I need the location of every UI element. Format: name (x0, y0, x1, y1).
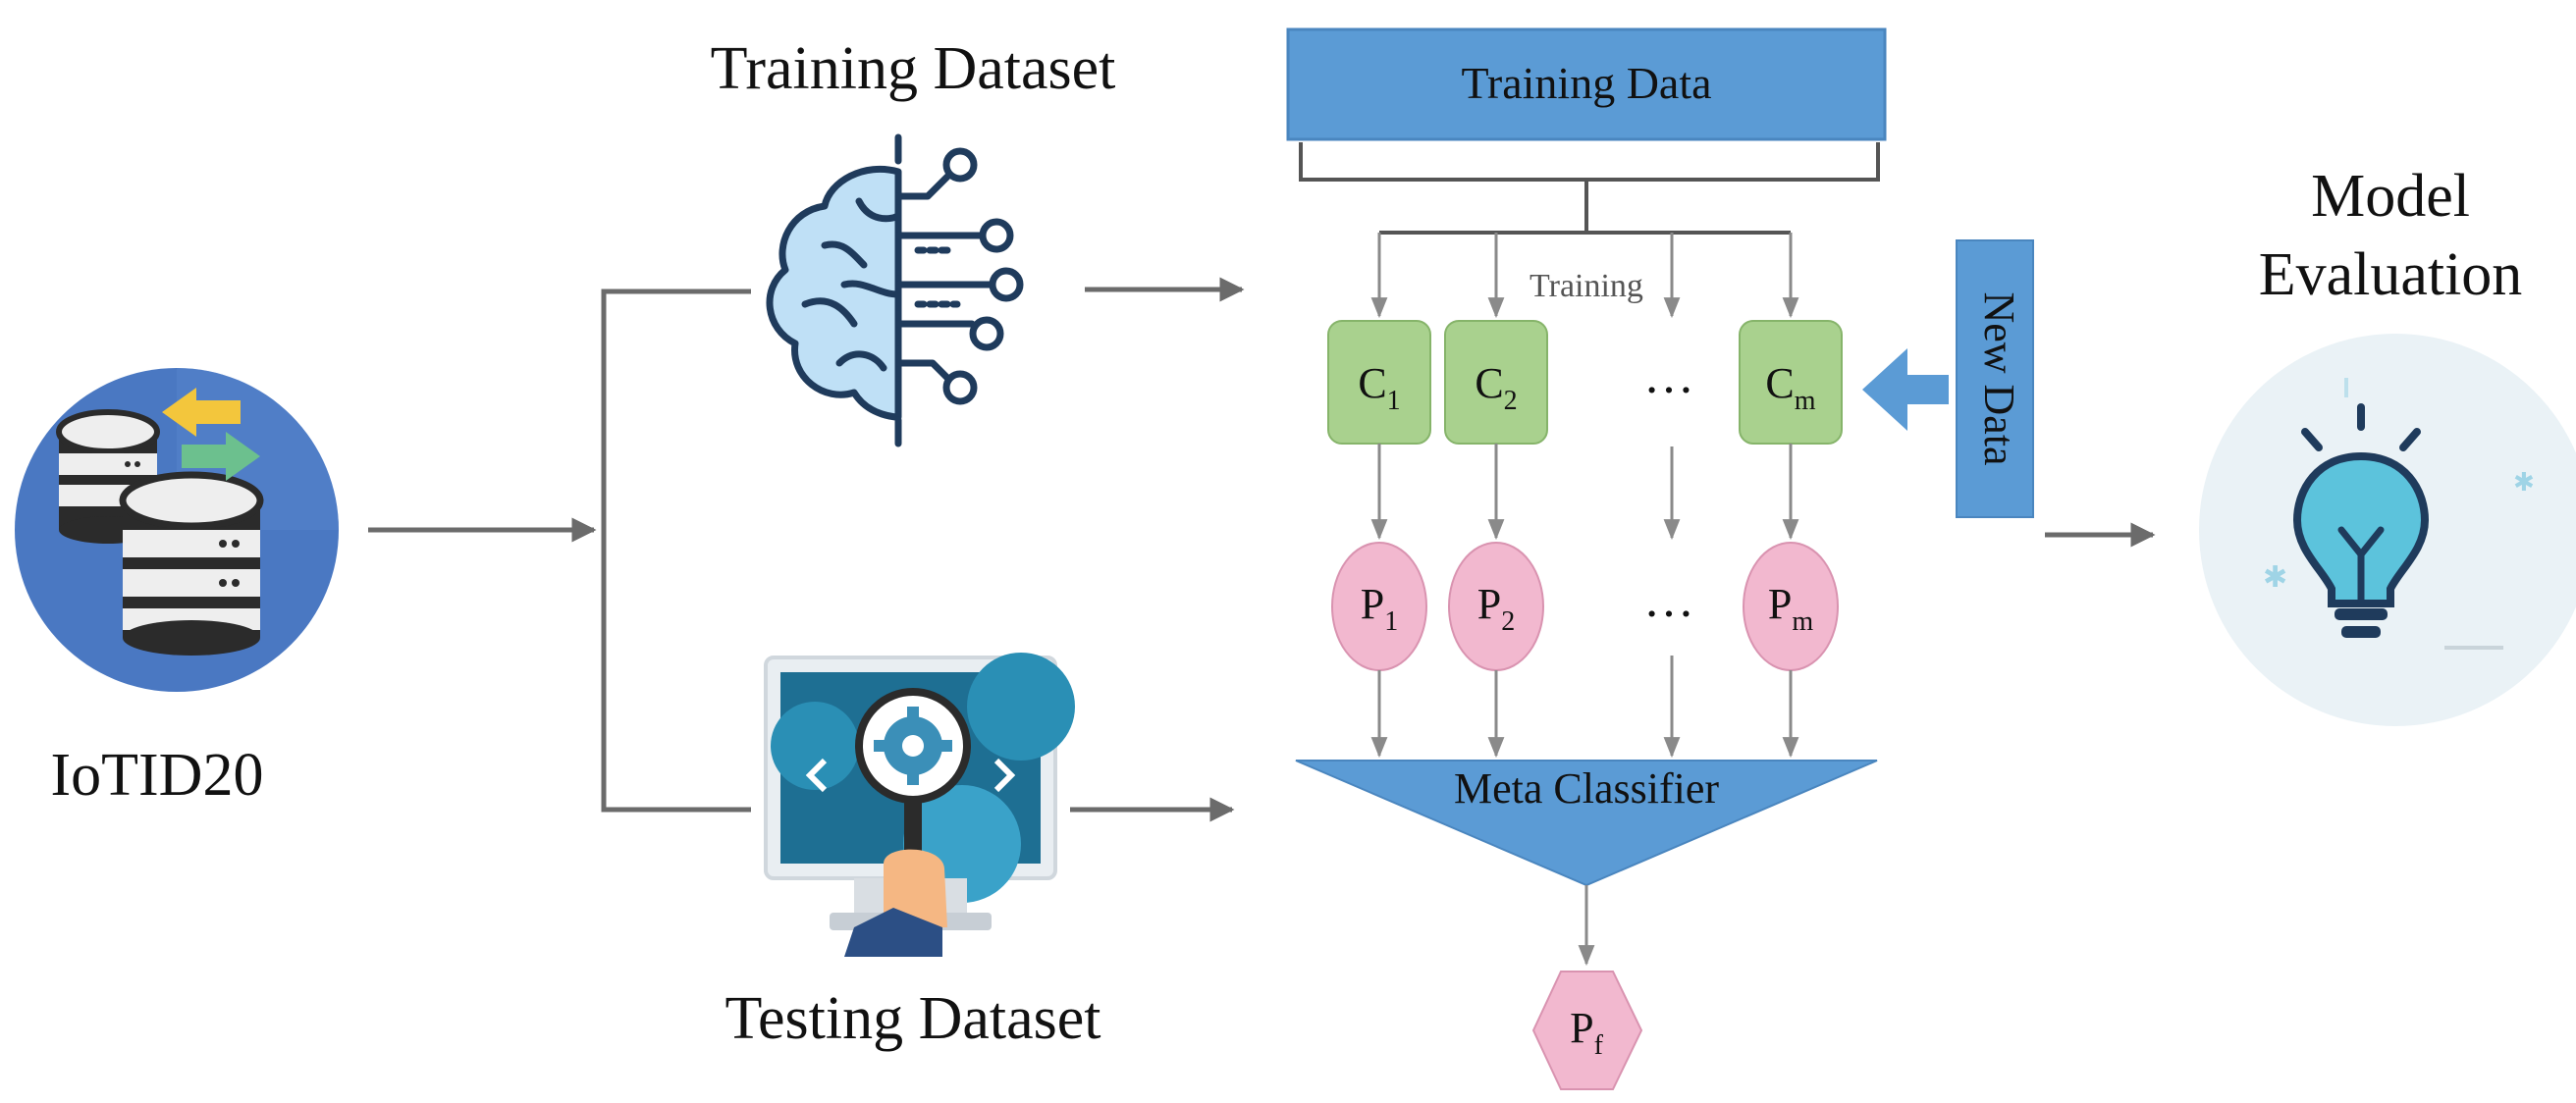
classifier-prediction-arrows (1370, 444, 1799, 541)
svg-text:Cm: Cm (1765, 359, 1815, 416)
dataset-label: IoTID20 (51, 742, 264, 809)
classifier-c1: C1 (1327, 320, 1431, 445)
training-data-label: Training Data (1461, 58, 1711, 108)
training-data-box (1286, 27, 1887, 141)
monitor-magnifier-icon (764, 653, 1075, 957)
prediction-p1: P1 (1331, 542, 1427, 671)
model-evaluation-line2: Evaluation (2259, 241, 2523, 308)
svg-text:Pm: Pm (1768, 580, 1813, 637)
svg-text:C1: C1 (1358, 359, 1400, 416)
model-evaluation-line1: Model (2311, 163, 2470, 230)
meta-classifier-funnel (1295, 760, 1878, 887)
new-data-arrow (1862, 348, 1949, 431)
prediction-ellipsis: … (1643, 572, 1694, 628)
training-dataset-label: Training Dataset (711, 35, 1116, 102)
training-bracket (1299, 142, 1880, 235)
classifier-cm: Cm (1739, 320, 1843, 445)
prediction-meta-arrows (1370, 656, 1799, 759)
classifier-ellipsis: … (1643, 348, 1694, 404)
prediction-pm: Pm (1743, 542, 1839, 671)
training-drop-arrows (1370, 233, 1799, 319)
prediction-p2: P2 (1448, 542, 1544, 671)
new-data-box (1956, 239, 2034, 518)
final-prediction: Pf (1531, 971, 1643, 1090)
meta-classifier-label: Meta Classifier (1454, 764, 1719, 813)
training-label: Training (1530, 268, 1643, 304)
svg-text:P2: P2 (1477, 580, 1515, 637)
svg-text:✱: ✱ (2263, 560, 2287, 595)
split-connector (368, 289, 751, 813)
new-data-label: New Data (1975, 291, 2023, 465)
classifier-c2: C2 (1444, 320, 1548, 445)
svg-text:Pf: Pf (1570, 1004, 1603, 1061)
svg-text:✱: ✱ (2513, 468, 2535, 498)
testing-dataset-label: Testing Dataset (724, 985, 1100, 1052)
brain-circuit-icon (766, 133, 1024, 450)
svg-text:C2: C2 (1475, 359, 1517, 416)
database-icon (15, 368, 339, 692)
lightbulb-icon: ✱ ✱ (2199, 334, 2576, 726)
svg-text:P1: P1 (1361, 580, 1398, 637)
